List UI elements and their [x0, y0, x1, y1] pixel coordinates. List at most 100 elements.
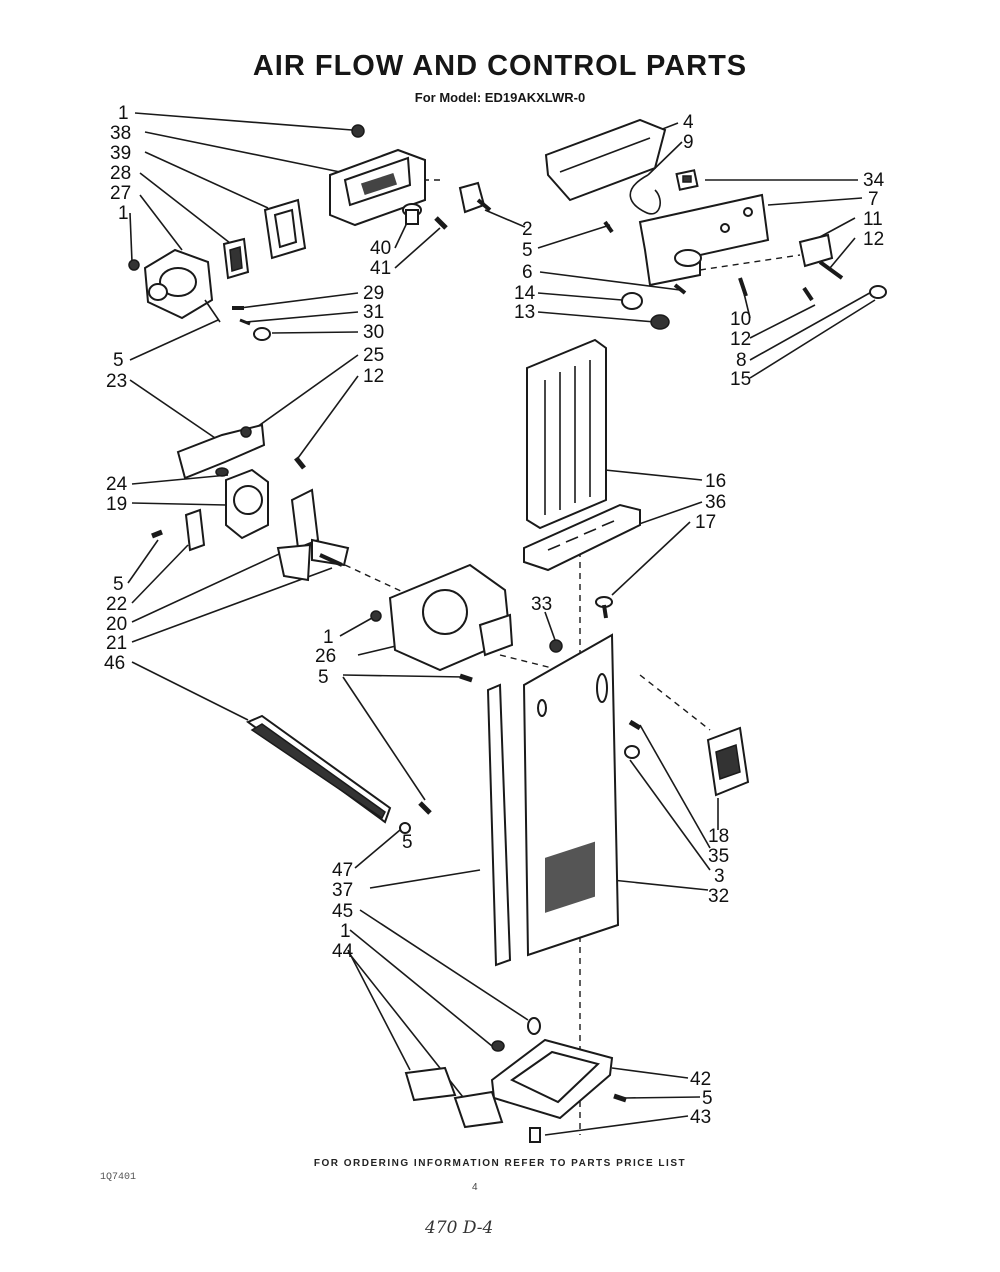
part-grille [523, 503, 641, 572]
leader-line [131, 502, 227, 506]
leader-line [271, 331, 359, 334]
callout-38: 38 [110, 123, 131, 144]
callout-12b: 12 [730, 329, 751, 350]
part-gasket-frame [263, 198, 307, 260]
part-fan-housing [388, 563, 514, 672]
callout-36: 36 [705, 492, 726, 513]
leader-line [134, 112, 353, 131]
callout-43: 43 [690, 1107, 711, 1128]
callout-1d: 1 [340, 921, 351, 942]
leader-line [749, 304, 816, 339]
part-light-housing [706, 726, 750, 797]
leader-line [359, 909, 529, 1021]
leader-line [484, 209, 526, 228]
callout-45: 45 [332, 901, 353, 922]
callout-5b: 5 [113, 350, 124, 371]
callout-26: 26 [315, 646, 336, 667]
part-bulb-14 [621, 292, 643, 310]
callout-39: 39 [110, 143, 131, 164]
part-fan-blade [276, 488, 350, 582]
part-heater-strip [245, 714, 392, 824]
leader-line [139, 194, 183, 251]
part-side-strip [486, 683, 512, 967]
callout-19: 19 [106, 494, 127, 515]
part-grommet-45 [527, 1017, 541, 1035]
callout-17: 17 [695, 512, 716, 533]
leader-line [127, 539, 159, 584]
callout-25: 25 [363, 345, 384, 366]
leader-line [131, 661, 249, 721]
callout-5: 5 [522, 240, 533, 261]
leader-line [339, 617, 373, 637]
callout-33: 33 [531, 594, 552, 615]
callout-22: 22 [106, 594, 127, 615]
part-screw-1c [370, 610, 382, 622]
part-grommet-33 [549, 639, 563, 653]
leader-line [131, 474, 229, 485]
leader-line [817, 217, 856, 239]
callout-3: 3 [714, 866, 725, 887]
callout-28: 28 [110, 163, 131, 184]
part-drain-pan [490, 1038, 614, 1120]
callout-8: 8 [736, 350, 747, 371]
leader-line [131, 544, 189, 604]
leader-line [537, 311, 656, 323]
leader-line [767, 197, 863, 206]
callout-16: 16 [705, 471, 726, 492]
leader-line [342, 676, 426, 801]
leader-line [537, 224, 611, 249]
callout-20: 20 [106, 614, 127, 635]
callout-5d: 5 [318, 667, 329, 688]
callout-4: 4 [683, 112, 694, 133]
callout-34: 34 [863, 170, 885, 191]
part-screw-5e [399, 801, 432, 834]
callout-47: 47 [332, 860, 353, 881]
part-fan-bracket [176, 423, 266, 480]
callout-35: 35 [708, 846, 729, 867]
part-shaft [319, 553, 343, 567]
callout-31: 31 [363, 302, 384, 323]
callout-37: 37 [332, 880, 353, 901]
part-small-frame [222, 237, 250, 280]
leader-line [829, 237, 856, 269]
part-screw-41 [434, 216, 448, 230]
leader-line [749, 299, 876, 379]
leader-line [129, 379, 219, 441]
leader-line [144, 131, 341, 173]
part-screw-35 [628, 719, 642, 731]
figure-number: 1Q7401 [100, 1172, 137, 1183]
part-clip [232, 306, 271, 341]
callout-21: 21 [106, 633, 127, 654]
page-title: AIR FLOW AND CONTROL PARTS [252, 50, 748, 82]
ordering-info-note: FOR ORDERING INFORMATION REFER TO PARTS … [313, 1158, 687, 1169]
callout-9: 9 [683, 132, 694, 153]
callout-44: 44 [332, 941, 354, 962]
callout-27: 27 [110, 183, 131, 204]
callout-46: 46 [104, 653, 125, 674]
leader-line [394, 227, 441, 269]
part-damper-motor [143, 248, 221, 323]
leader-lines [127, 112, 876, 1136]
leader-line [539, 271, 681, 291]
callout-1c: 1 [323, 627, 334, 648]
part-screws-10-12 [603, 220, 814, 302]
leader-line [624, 1096, 701, 1099]
callout-2: 2 [522, 219, 533, 240]
part-switch [675, 169, 699, 191]
callout-5e: 5 [402, 832, 413, 853]
leader-line [354, 829, 401, 869]
part-control-cover [544, 118, 667, 202]
part-motor-clip [151, 508, 206, 552]
callout-labels: 1 38 39 28 27 1 4 9 34 7 11 12 2 5 6 14 … [104, 103, 885, 1128]
leader-line [749, 289, 876, 361]
leader-line [139, 172, 231, 244]
leader-line [129, 212, 133, 263]
leader-line [604, 469, 703, 481]
leader-line [131, 547, 293, 623]
callout-18: 18 [708, 826, 729, 847]
callout-14: 14 [514, 283, 536, 304]
part-bracket [638, 193, 770, 287]
part-screw-12c [294, 456, 306, 470]
